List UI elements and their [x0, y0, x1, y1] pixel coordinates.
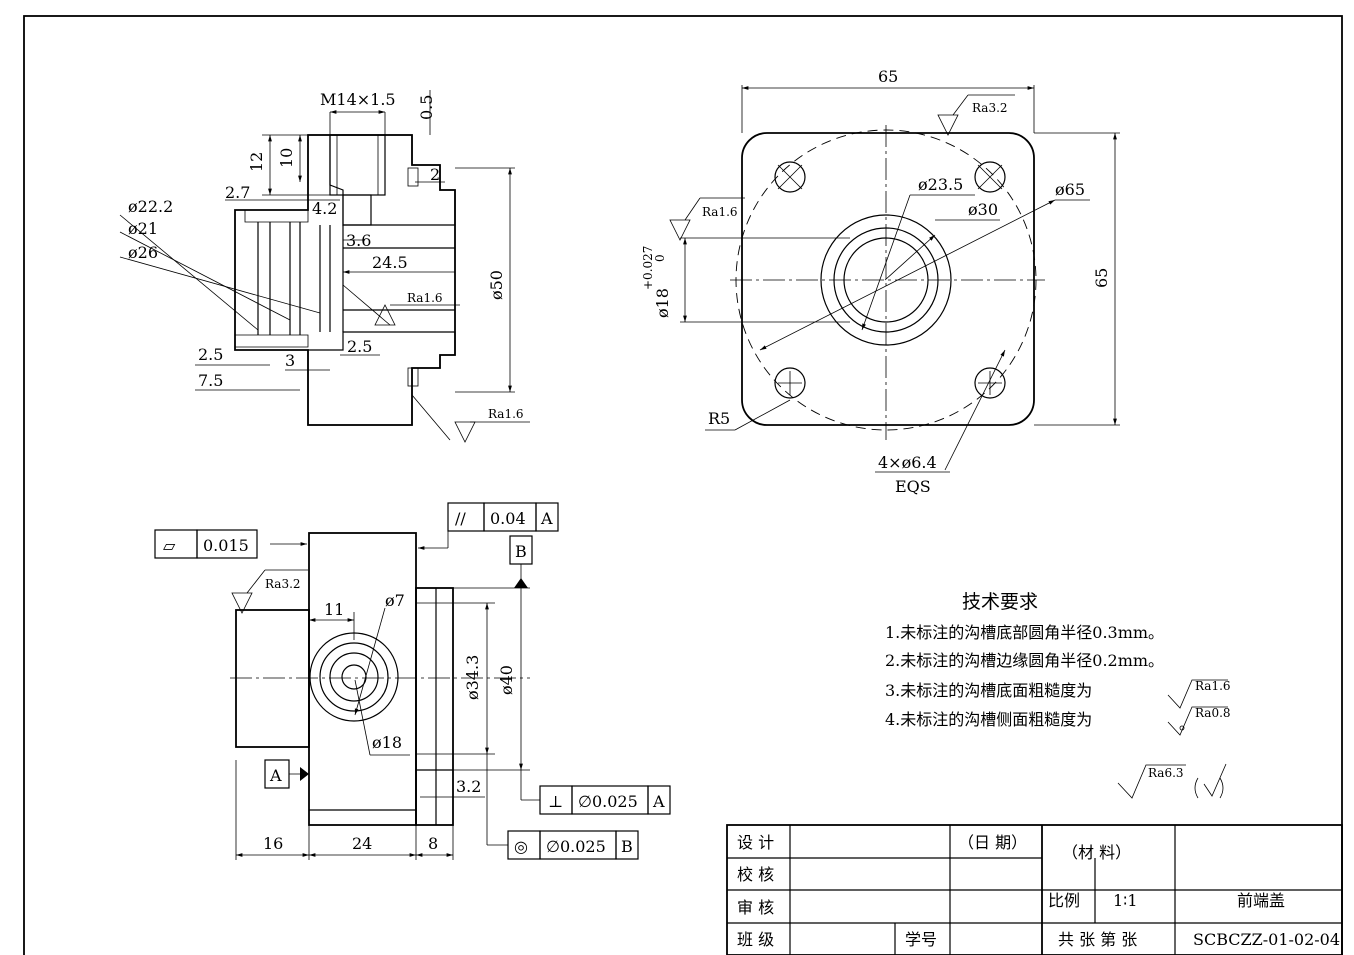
dim-dia-40: ø40	[497, 665, 516, 695]
dim-dia-65: ø65	[1055, 180, 1085, 199]
tech-item-4: 4.未标注的沟槽侧面粗糙度为	[885, 710, 1092, 729]
dim-dia-22-2: ø22.2	[128, 197, 173, 216]
dim-3-6: 3.6	[346, 231, 371, 250]
top-width-65: 65	[878, 67, 898, 86]
dim-10: 10	[277, 148, 296, 168]
dim-12: 12	[247, 152, 266, 172]
hole-eqs: EQS	[895, 477, 931, 496]
tb-design: 设 计	[737, 833, 774, 852]
dim-dia-7: ø7	[385, 591, 405, 610]
dim-3: 3	[285, 351, 295, 370]
tb-part-name: 前端盖	[1237, 891, 1285, 910]
tb-material: （材 料）	[1062, 843, 1131, 862]
tech-ra-3: Ra1.6	[1195, 679, 1231, 693]
tb-scale-value: 1∶1	[1113, 891, 1138, 910]
radius-r5: R5	[708, 409, 730, 428]
datum-a: A	[269, 766, 282, 785]
dim-dia-18-side: ø18	[372, 733, 402, 752]
top-height-65: 65	[1092, 268, 1111, 288]
tb-scale-label: 比例	[1048, 891, 1080, 910]
tech-item-2: 2.未标注的沟槽边缘圆角半径0.2mm。	[885, 651, 1164, 670]
dim-24: 24	[352, 834, 372, 853]
general-roughness: Ra6.3	[1148, 766, 1184, 780]
title-block: 设 计 校 核 审 核 班 级 （日 期） 学号 （材 料） 比例 1∶1 前端…	[726, 824, 1343, 955]
perp-symbol: ⊥	[548, 792, 563, 811]
dim-dia-21: ø21	[128, 219, 158, 238]
dim-8: 8	[428, 834, 438, 853]
dim-dia-26: ø26	[128, 243, 158, 262]
dim-dia-30: ø30	[968, 200, 998, 219]
flatness-value: 0.015	[203, 536, 249, 555]
tech-title: 技术要求	[962, 591, 1038, 613]
roughness-side: Ra3.2	[265, 577, 301, 591]
tb-drawing-no: SCBCZZ-01-02-04	[1193, 930, 1340, 949]
dim-0-5: 0.5	[417, 95, 436, 120]
tech-requirements: 技术要求 1.未标注的沟槽底部圆角半径0.3mm。 2.未标注的沟槽边缘圆角半径…	[885, 591, 1231, 799]
parallel-value: 0.04	[490, 509, 526, 528]
tol-lower: 0	[653, 254, 667, 262]
tb-class: 班 级	[737, 930, 774, 949]
dim-dia-50: ø50	[487, 270, 506, 300]
tech-item-3: 3.未标注的沟槽底面粗糙度为	[885, 681, 1092, 700]
roughness-top: Ra3.2	[972, 101, 1008, 115]
dim-7-5: 7.5	[198, 371, 223, 390]
hole-callout: 4×ø6.4	[878, 453, 937, 472]
dim-11: 11	[324, 600, 344, 619]
tb-review: 审 核	[737, 898, 774, 917]
dim-2-5-inner: 2.5	[347, 337, 372, 356]
dim-24-5: 24.5	[372, 253, 408, 272]
tech-item-1: 1.未标注的沟槽底部圆角半径0.3mm。	[885, 623, 1164, 642]
concentricity-value: ∅0.025	[546, 837, 606, 856]
tb-student-no: 学号	[905, 930, 937, 949]
parallel-symbol: //	[455, 509, 466, 528]
tech-ra-4: Ra0.8	[1195, 706, 1231, 720]
section-view: M14×1.5 0.5 12 10 2 2.7 4.2 ø22.2 ø21 ø2…	[119, 90, 530, 443]
top-view: 65 65 Ra3.2 Ra1.6 ø23.5 ø30 ø65 ø18 +0.0…	[641, 67, 1120, 496]
perp-datum: A	[652, 792, 665, 811]
dim-3-2: 3.2	[456, 777, 481, 796]
tb-check: 校 核	[737, 865, 774, 884]
parallel-datum: A	[540, 509, 553, 528]
dim-16: 16	[263, 834, 283, 853]
roughness-left: Ra1.6	[702, 205, 738, 219]
dim-2-5: 2.5	[198, 345, 223, 364]
sheet-border	[23, 15, 1343, 955]
concentricity-symbol: ◎	[514, 837, 528, 856]
flatness-symbol: ▱	[163, 536, 176, 555]
perp-value: ∅0.025	[578, 792, 638, 811]
dim-2: 2	[430, 165, 440, 184]
side-view: ▱ 0.015 // 0.04 A B A Ra3.2 11 ø7 ø34.3 …	[154, 502, 671, 860]
dim-dia-23-5: ø23.5	[918, 175, 963, 194]
tb-sheet: 共 张 第 张	[1058, 930, 1137, 949]
datum-b: B	[515, 542, 527, 561]
dim-4-2: 4.2	[312, 199, 337, 218]
roughness-bore: Ra1.6	[407, 291, 443, 305]
dim-dia-34-3: ø34.3	[463, 655, 482, 700]
tol-upper: +0.027	[641, 246, 655, 290]
tb-date: （日 期）	[958, 833, 1027, 852]
dim-2-7: 2.7	[225, 183, 250, 202]
thread-label: M14×1.5	[320, 90, 396, 109]
roughness-face: Ra1.6	[488, 407, 524, 421]
dim-dia-18: ø18	[653, 288, 672, 318]
concentricity-datum: B	[621, 837, 633, 856]
